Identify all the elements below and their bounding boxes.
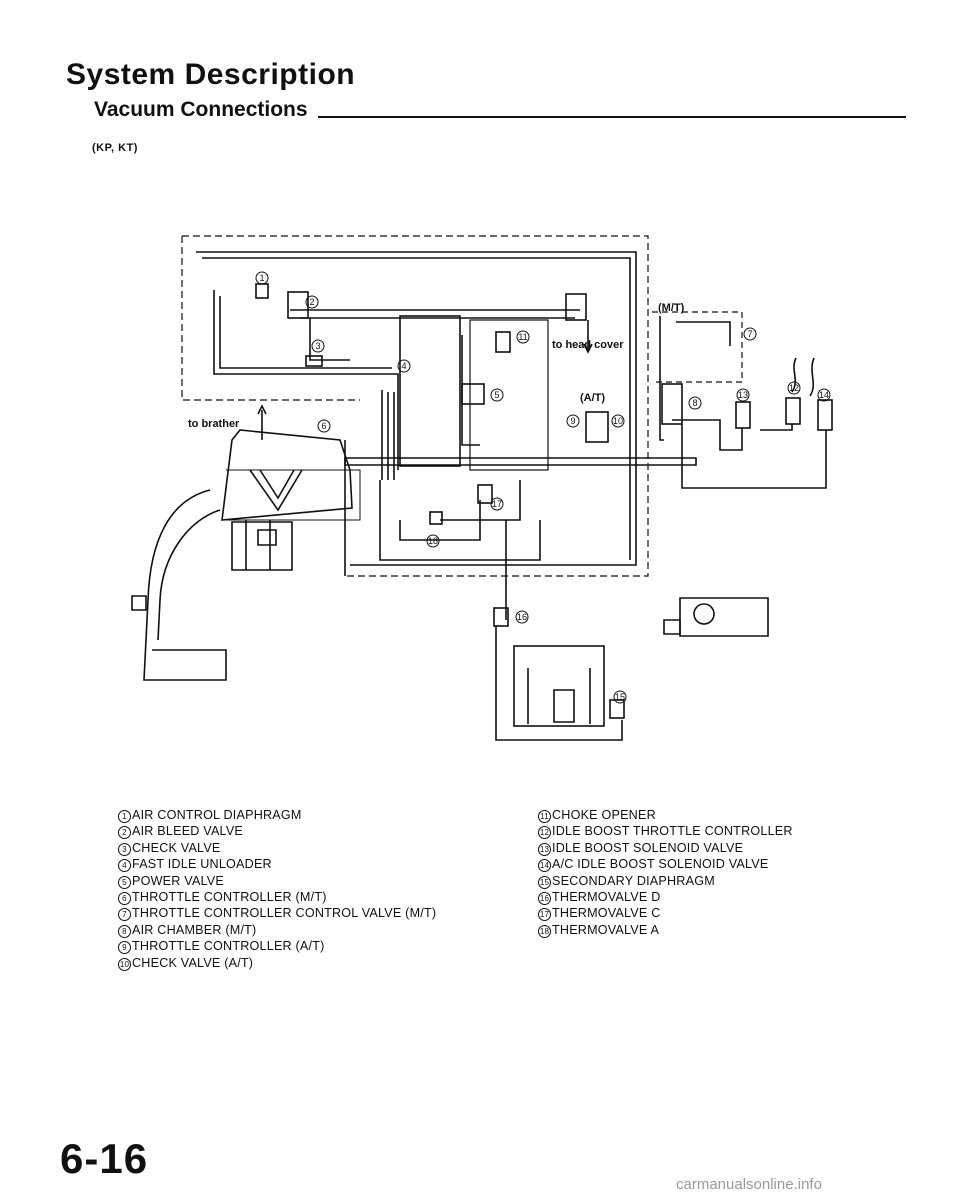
to-brather-label: to brather	[188, 418, 240, 430]
svg-text:5: 5	[494, 390, 499, 400]
to-head-cover-label: to head cover	[552, 339, 624, 351]
svg-text:18: 18	[428, 536, 438, 546]
svg-text:8: 8	[692, 398, 697, 408]
svg-text:7: 7	[747, 329, 752, 339]
svg-text:16: 16	[517, 612, 527, 622]
svg-text:12: 12	[789, 383, 799, 393]
section-subtitle: Vacuum Connections	[94, 98, 308, 121]
svg-text:3: 3	[315, 341, 320, 351]
model-variant: (KP, KT)	[92, 142, 138, 154]
at-label: (A/T)	[580, 392, 605, 404]
page-title: System Description	[66, 58, 356, 91]
svg-text:9: 9	[570, 416, 575, 426]
svg-text:6: 6	[321, 421, 326, 431]
svg-text:14: 14	[819, 390, 829, 400]
svg-text:17: 17	[492, 499, 502, 509]
svg-text:2: 2	[309, 297, 314, 307]
svg-text:4: 4	[401, 361, 406, 371]
page-number: 6-16	[60, 1135, 149, 1182]
svg-text:10: 10	[613, 416, 623, 426]
svg-text:11: 11	[518, 332, 527, 342]
subtitle-rule	[318, 116, 906, 118]
svg-text:15: 15	[615, 692, 625, 702]
svg-text:13: 13	[738, 390, 748, 400]
watermark: carmanualsonline.info	[676, 1176, 822, 1193]
svg-text:1: 1	[259, 273, 264, 283]
mt-label: (M/T)	[658, 302, 685, 314]
